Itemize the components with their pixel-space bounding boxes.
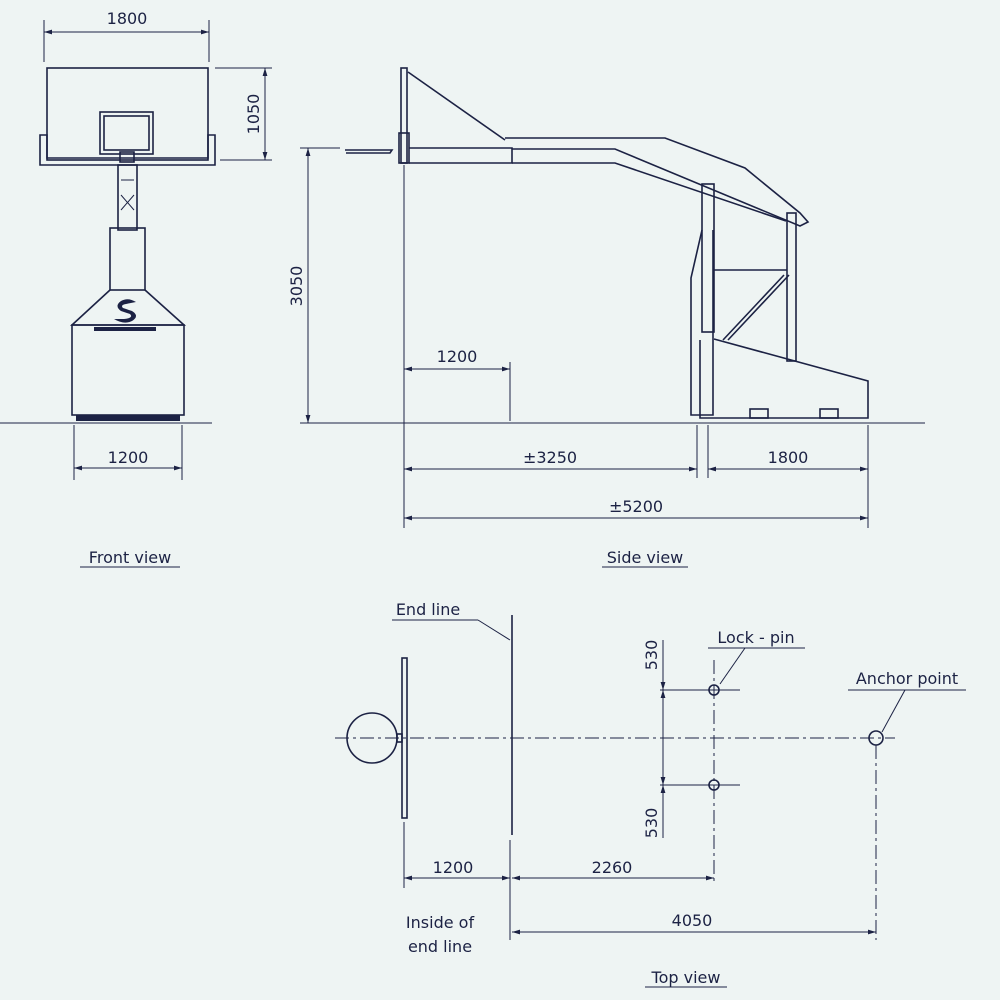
side-view-title: Side view: [607, 548, 684, 567]
schelde-sports-logo: [94, 299, 156, 331]
telescopic-pole: [117, 164, 138, 231]
backboard-top: [401, 657, 408, 819]
base-box: [71, 324, 185, 416]
dim-top-anchor: 4050: [672, 911, 713, 930]
target-square: [99, 111, 154, 155]
dim-top-overhang: 1200: [433, 858, 474, 877]
rear-post: [786, 212, 797, 362]
dim-front-width: 1800: [107, 9, 148, 28]
dim-front-base: 1200: [108, 448, 149, 467]
main-arm: [505, 137, 810, 227]
front-view-title: Front view: [89, 548, 171, 567]
ballast-box: [699, 338, 869, 419]
top-view-title: Top view: [651, 968, 721, 987]
backboard-brace: [407, 71, 506, 141]
dim-side-height: 3050: [287, 266, 306, 307]
target-square-inner: [103, 115, 150, 151]
backboard: [46, 67, 209, 161]
base-wheels: [76, 415, 180, 421]
front-post: [701, 183, 715, 333]
label-end-line-2: end line: [408, 937, 472, 956]
lower-arm: [512, 162, 787, 222]
ballast-slot-2: [819, 408, 839, 419]
top-view: End line Lock - pin Anchor point 530 530…: [335, 600, 966, 988]
dim-pin-bottom: 530: [642, 808, 661, 839]
label-end-line: End line: [396, 600, 460, 619]
dim-pin-top: 530: [642, 640, 661, 671]
arm-front: [409, 147, 513, 164]
dim-side-base: 1800: [768, 448, 809, 467]
backboard-side: [400, 67, 408, 164]
label-inside-of: Inside of: [406, 913, 475, 932]
dim-side-overhang: 1200: [437, 347, 478, 366]
dim-front-height: 1050: [244, 94, 263, 135]
front-post-casing: [690, 229, 714, 416]
struts: [714, 269, 790, 341]
side-view: 1200 3050 ±3250 1800 ±5200 Side view: [287, 67, 925, 568]
backboard-frame: [39, 134, 216, 166]
label-anchor-point: Anchor point: [856, 669, 958, 688]
dim-side-total: ±5200: [609, 497, 663, 516]
pole-detail: [120, 179, 135, 211]
rim-side: [345, 149, 394, 154]
column: [109, 227, 146, 291]
label-lock-pin: Lock - pin: [717, 628, 794, 647]
dim-side-reach: ±3250: [523, 448, 577, 467]
rim-bracket: [119, 151, 135, 163]
dim-top-pin: 2260: [592, 858, 633, 877]
ballast-slot-1: [749, 408, 769, 419]
front-view: 1800 1050 1200 Front view: [0, 9, 272, 568]
